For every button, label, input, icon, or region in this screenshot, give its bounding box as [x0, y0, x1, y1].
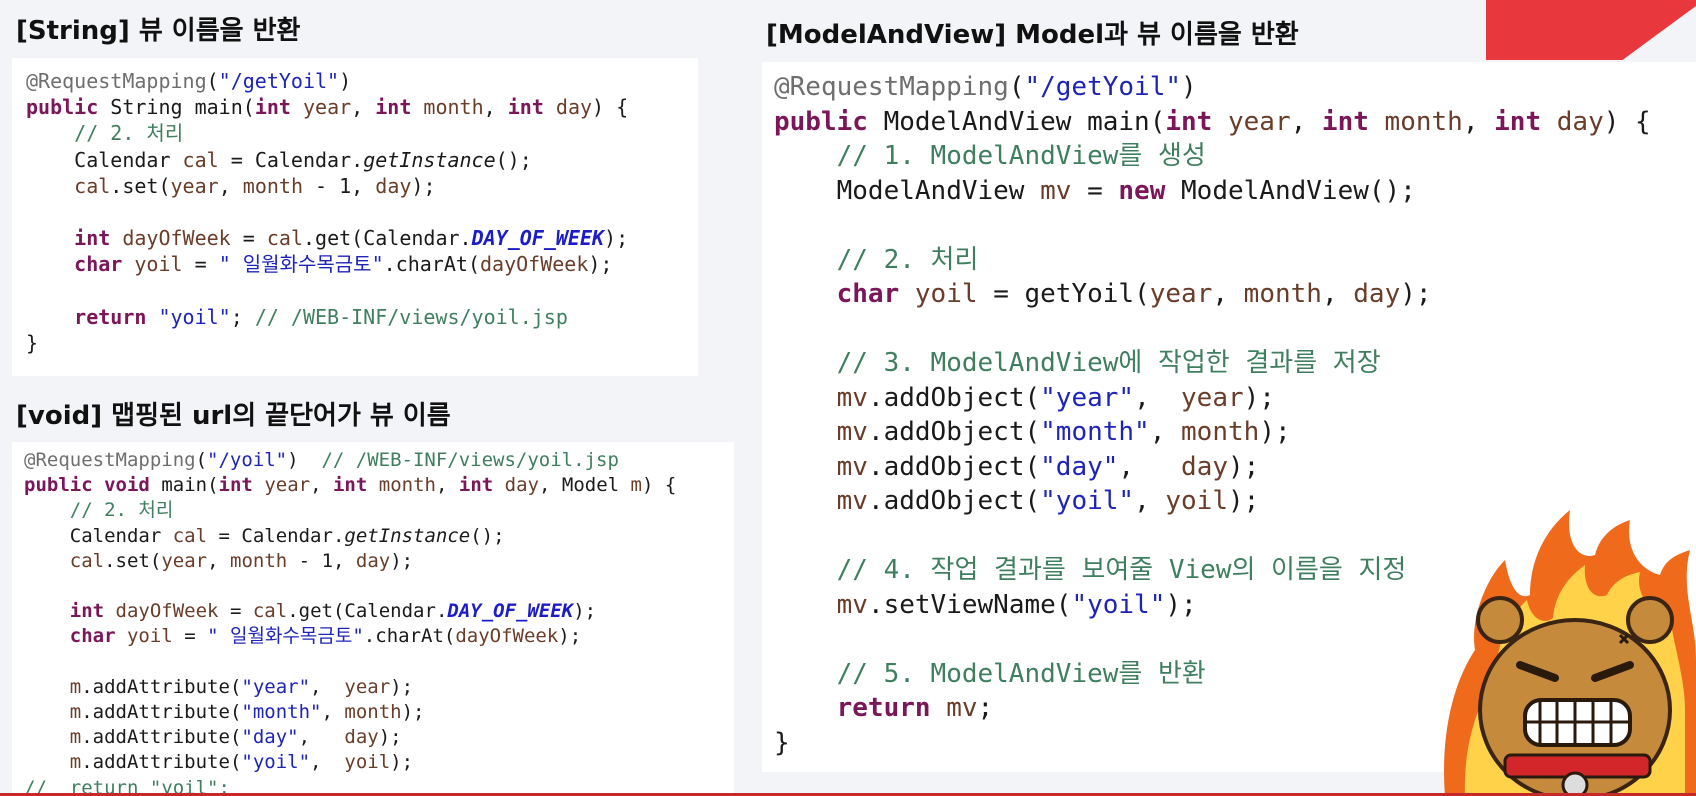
code-line: int dayOfWeek = cal.get(Calendar.DAY_OF_…	[69, 600, 597, 623]
code-line: @RequestMapping("/yoil") // /WEB-INF/vie…	[24, 449, 619, 471]
code-line: mv.addObject("yoil", yoil);	[836, 486, 1260, 516]
code-block-string: @RequestMapping("/getYoil")public String…	[12, 58, 698, 356]
code-line: }	[774, 727, 790, 758]
code-line: char yoil = " 일월화수목금토".charAt(dayOfWeek)…	[74, 252, 613, 277]
code-line: Calendar cal = Calendar.getInstance();	[69, 524, 505, 547]
code-line: m.addAttribute("day", day);	[69, 726, 402, 749]
code-line: }	[26, 331, 39, 356]
code-line: public String main(int year, int month, …	[26, 95, 629, 120]
code-line: mv.addObject("day", day);	[836, 451, 1260, 482]
code-line: @RequestMapping("/getYoil")	[26, 69, 352, 93]
code-line	[26, 278, 698, 304]
code-line: Calendar cal = Calendar.getInstance();	[74, 147, 532, 172]
code-line: m.addAttribute("month", month);	[69, 701, 425, 724]
code-line: // 5. ModelAndView를 반환	[836, 658, 1206, 689]
code-panel-string: @RequestMapping("/getYoil")public String…	[12, 58, 698, 376]
code-line: public ModelAndView main(int year, int m…	[774, 106, 1651, 137]
code-line: // 1. ModelAndView를 생성	[836, 141, 1206, 171]
code-line: char yoil = getYoil(year, month, day);	[836, 279, 1432, 309]
code-line: // 3. ModelAndView에 작업한 결과를 저장	[836, 348, 1381, 378]
code-line: cal.set(year, month - 1, day);	[74, 173, 436, 198]
code-line	[24, 574, 734, 599]
code-line: // 2. 처리	[74, 121, 184, 146]
code-line: // 2. 처리	[69, 499, 174, 522]
heading-string-return: [String] 뷰 이름을 반환	[16, 16, 301, 46]
code-line: mv.addObject("year", year);	[836, 382, 1275, 413]
code-line: int dayOfWeek = cal.get(Calendar.DAY_OF_…	[74, 226, 629, 251]
code-line: mv.addObject("month", month);	[836, 417, 1291, 447]
code-block-modelandview: @RequestMapping("/getYoil") public ModelA…	[762, 62, 1696, 760]
code-line: // 2. 처리	[836, 244, 979, 275]
bottom-accent-line	[0, 793, 1696, 796]
code-line: m.addAttribute("yoil", yoil);	[69, 751, 414, 774]
code-line	[26, 199, 698, 225]
angry-bear-mascot-icon	[1444, 510, 1696, 796]
code-line: return "yoil"; // /WEB-INF/views/yoil.js…	[74, 304, 568, 329]
code-line: ModelAndView mv = new ModelAndView();	[836, 175, 1416, 206]
code-line: mv.setViewName("yoil");	[836, 589, 1197, 620]
code-line: return mv;	[836, 693, 994, 723]
code-line	[24, 650, 734, 675]
heading-void-return: [void] 맵핑된 url의 끝단어가 뷰 이름	[16, 401, 451, 431]
code-panel-modelandview: @RequestMapping("/getYoil") public ModelA…	[762, 62, 1696, 772]
code-line: @RequestMapping("/getYoil")	[774, 72, 1197, 102]
code-line: // return "yoil";	[24, 776, 230, 796]
heading-modelandview-return: [ModelAndView] Model과 뷰 이름을 반환	[766, 20, 1299, 50]
corner-accent	[1486, 0, 1696, 60]
code-line: public void main(int year, int month, in…	[24, 474, 677, 497]
code-line: m.addAttribute("year", year);	[69, 675, 414, 698]
code-line: cal.set(year, month - 1, day);	[69, 549, 414, 572]
code-block-void: @RequestMapping("/yoil") // /WEB-INF/vie…	[12, 442, 734, 796]
code-panel-void: @RequestMapping("/yoil") // /WEB-INF/vie…	[12, 442, 734, 796]
code-line: // 4. 작업 결과를 보여줄 View의 이름을 지정	[836, 555, 1407, 585]
code-line	[774, 312, 1696, 347]
code-line	[774, 208, 1696, 243]
code-line: char yoil = " 일월화수목금토".charAt(dayOfWeek)…	[69, 625, 582, 648]
